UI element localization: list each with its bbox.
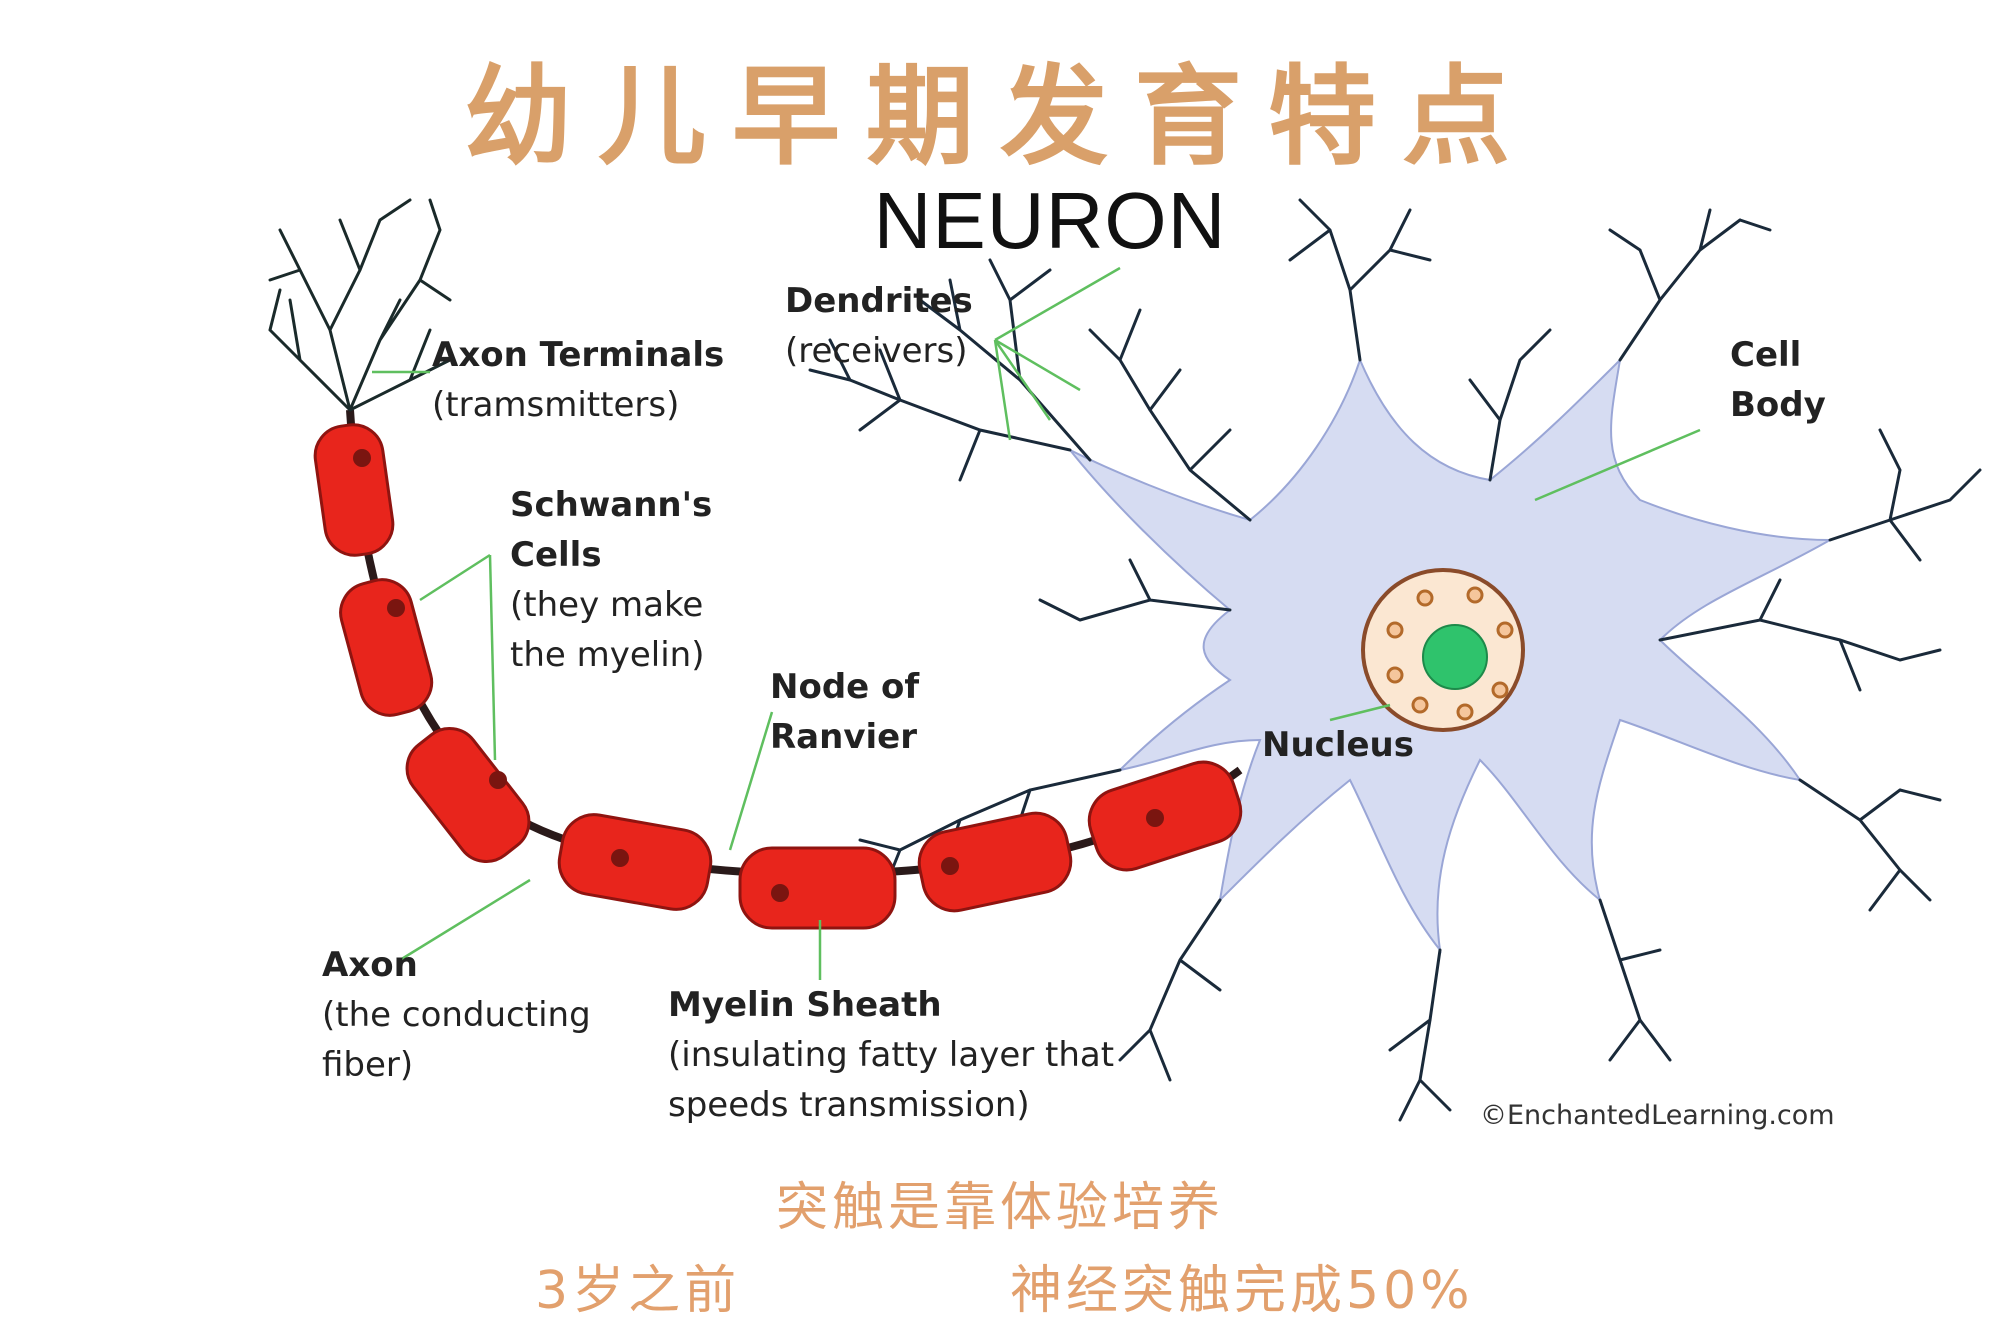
- label-axon-terminals: Axon Terminals (tramsmitters): [432, 335, 725, 425]
- label-node-of-ranvier: Node of Ranvier: [770, 667, 920, 757]
- leader-lines: [372, 266, 1701, 980]
- myelin-segment: [313, 423, 395, 557]
- label-schwann-cells: Schwann's Cells (they make the myelin): [510, 485, 713, 675]
- schwann-nuclei: [353, 449, 1164, 902]
- myelin-sheath-segments: [313, 423, 1243, 930]
- label-dendrites: Dendrites (receivers): [785, 281, 973, 371]
- footer-line-2-left: 3岁之前: [535, 1261, 741, 1321]
- myelin-segment: [1087, 760, 1243, 872]
- myelin-segment: [339, 578, 434, 717]
- diagram-title: NEURON: [873, 176, 1227, 265]
- myelin-segment: [405, 727, 531, 863]
- myelin-segment: [738, 846, 897, 930]
- organelles: [1386, 586, 1514, 721]
- nucleolus: [1422, 624, 1488, 690]
- label-axon: Axon (the conducting fiber): [322, 945, 591, 1085]
- label-cell-body: Cell Body: [1730, 335, 1826, 425]
- myelin-segment: [917, 811, 1073, 913]
- page-title: 幼儿早期发育特点: [463, 55, 1536, 180]
- label-nucleus: Nucleus: [1262, 725, 1414, 765]
- label-myelin-sheath: Myelin Sheath (insulating fatty layer th…: [668, 985, 1115, 1125]
- axon-terminals-branches: [268, 198, 452, 412]
- myelin-segment: [557, 813, 713, 911]
- footer-line-1: 突触是靠体验培养: [775, 1178, 1224, 1238]
- footer-line-2-right: 神经突触完成50%: [1010, 1261, 1474, 1321]
- copyright-credit: ©EnchantedLearning.com: [1480, 1100, 1835, 1131]
